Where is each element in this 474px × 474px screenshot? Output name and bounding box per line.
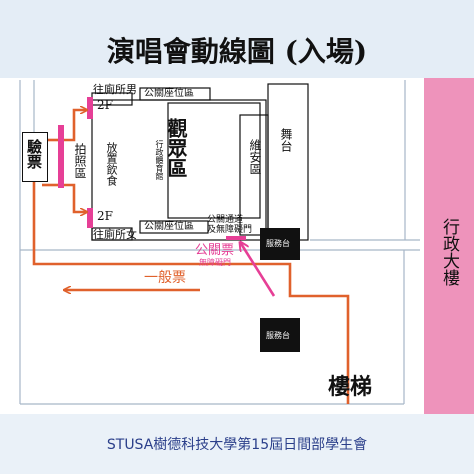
footer-bar xyxy=(0,414,474,474)
admin-building-label: 行政大樓 xyxy=(439,218,459,286)
stage-label: 舞台 xyxy=(279,128,293,152)
service-desk-2-label: 服務台 xyxy=(266,331,290,340)
stairs-label: 樓梯 xyxy=(328,374,373,400)
audience-label: 觀眾區 xyxy=(164,118,188,178)
gym-label: 行政體育館 xyxy=(155,140,164,180)
building-outline xyxy=(91,83,309,241)
seats-top-label: 公關座位區 xyxy=(144,88,194,99)
photo-zone-label: 拍照區 xyxy=(73,143,87,179)
pr-passage-label-2: 及無障礙門 xyxy=(207,225,253,235)
floor-top-label: 2F xyxy=(97,98,113,112)
page-title: 演唱會動線圖 (入場) xyxy=(106,35,368,68)
corridor-outline xyxy=(19,80,420,405)
service-desk-1 xyxy=(260,228,300,260)
header-bar xyxy=(0,0,474,78)
seats-bottom-label: 公關座位區 xyxy=(144,221,194,232)
gate-markers xyxy=(58,97,246,240)
floor-bottom-label: 2F xyxy=(97,209,113,223)
pr-ticket-sub-label: 無障礙門 xyxy=(199,258,231,267)
pr-ticket-label: 公關票 xyxy=(195,243,235,258)
restroom-male-label: 往廁所男 xyxy=(93,83,137,96)
service-desk-2 xyxy=(260,318,300,352)
check-ticket-label: 驗票 xyxy=(25,139,43,169)
general-ticket-label: 一般票 xyxy=(144,270,186,286)
admin-building xyxy=(424,78,474,414)
pr-passage-label-1: 公關通道 xyxy=(207,215,244,225)
footer-text: STUSA樹德科技大學第15屆日間部學生會 xyxy=(106,437,368,453)
check-ticket-box xyxy=(22,132,48,182)
service-desk-1-label: 服務台 xyxy=(266,239,290,248)
security-label: 維安區 xyxy=(248,139,262,175)
food-label: 放置飲食 xyxy=(105,142,118,186)
map-lines xyxy=(19,80,420,405)
pr-route-arrow xyxy=(240,242,276,297)
restroom-female-label: 往廁所女 xyxy=(93,228,137,241)
